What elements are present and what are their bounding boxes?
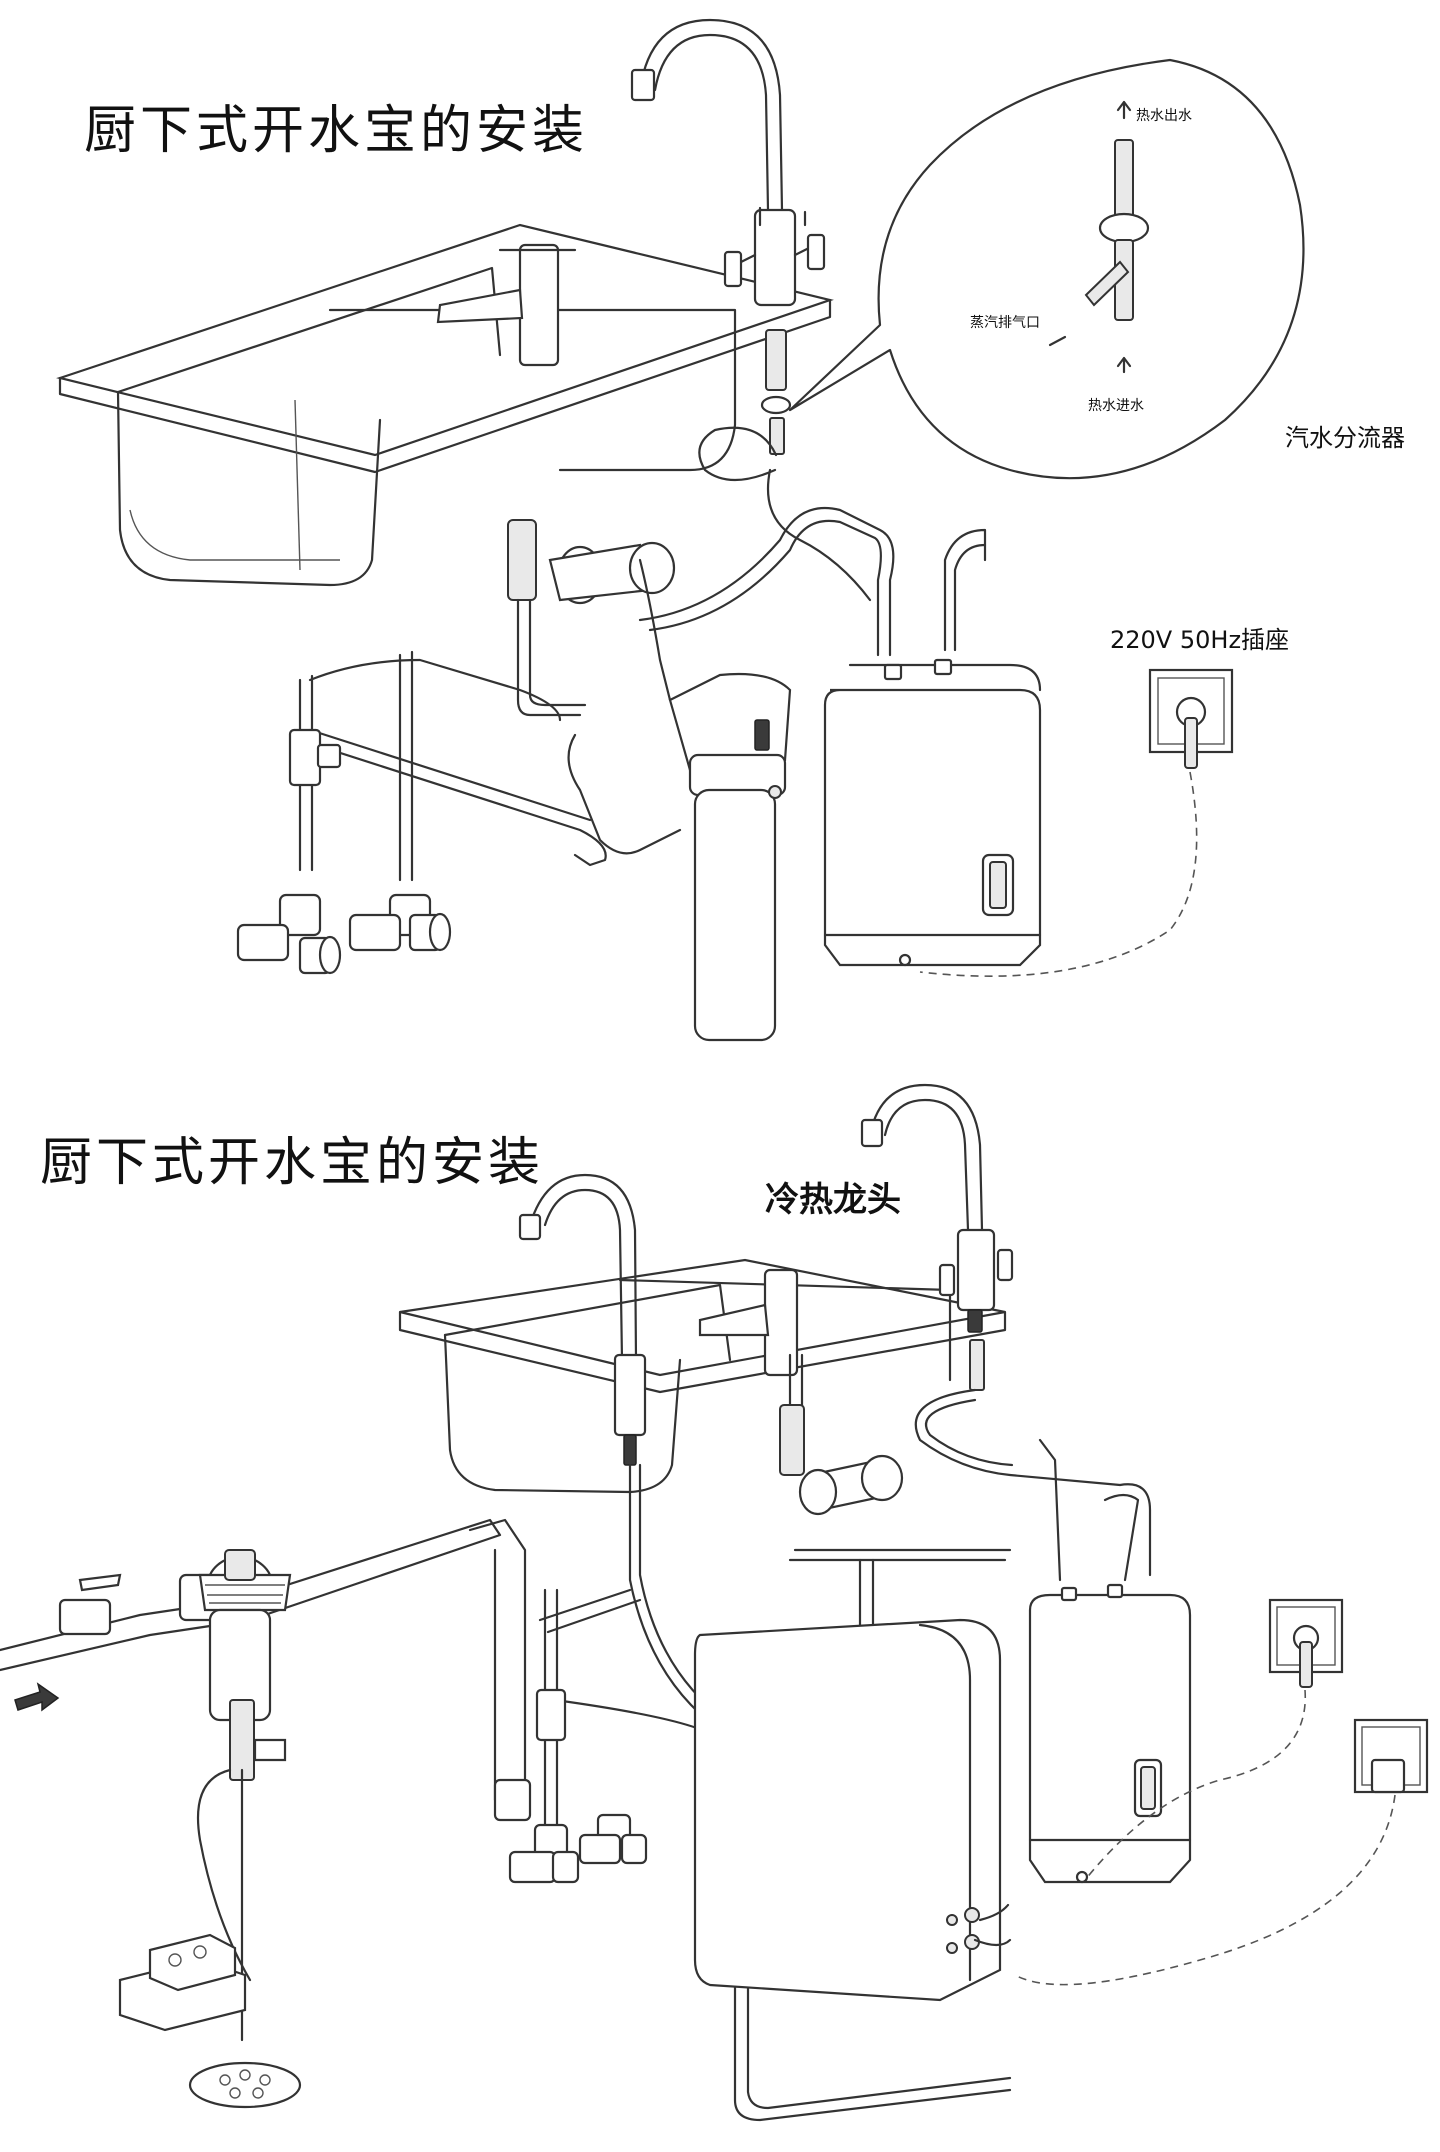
hot-water-boiler-2 [1028, 1583, 1192, 1884]
page-title: 厨下式开水宝的安装 [84, 101, 589, 161]
cold-hot-faucet-bottom [860, 1083, 1014, 1391]
socket-label: 220V 50Hz插座 [1110, 626, 1290, 654]
cold-hot-faucet-top [630, 18, 826, 307]
install-diagram-top [56, 18, 1305, 1042]
steam-splitter [698, 329, 792, 481]
drain-trap [507, 519, 676, 605]
hot-water-boiler [823, 658, 1042, 967]
pre-filter-mainline [0, 1518, 532, 2109]
drain-trap-2 [779, 1404, 904, 1516]
faucet-label: 冷热龙头 [765, 1180, 901, 1220]
wall-sockets-bottom [1014, 1598, 1429, 1986]
water-filter [668, 672, 792, 1042]
install-diagram-bottom [0, 1083, 1429, 2122]
splitter-inset-circle [788, 58, 1305, 480]
panel-under-sink-install-1: 厨下式开水宝的安装 [56, 18, 1405, 1042]
splitter-label: 汽水分流器 [1285, 424, 1405, 452]
inset-hot-out-label: 热水出水 [1136, 108, 1192, 124]
sink-faucet-left [518, 1173, 647, 1466]
page-title-2: 厨下式开水宝的安装 [40, 1133, 545, 1193]
ro-purifier [693, 1618, 1012, 2002]
inset-hot-in-label: 热水进水 [1088, 398, 1144, 414]
panel-under-sink-install-2: 厨下式开水宝的安装 冷热龙头 [0, 1080, 1440, 2152]
sink-mixer-2 [698, 1268, 799, 1377]
inset-steam-vent-label: 蒸汽排气口 [970, 315, 1040, 331]
double-sink-2 [398, 1258, 1007, 1494]
sink-mixer-faucet [436, 243, 577, 367]
wall-socket-top [919, 668, 1234, 977]
double-sink [56, 223, 834, 587]
angle-valves [236, 728, 452, 975]
angle-valves-2 [508, 1688, 648, 1884]
plumbing-pipes [298, 468, 987, 882]
